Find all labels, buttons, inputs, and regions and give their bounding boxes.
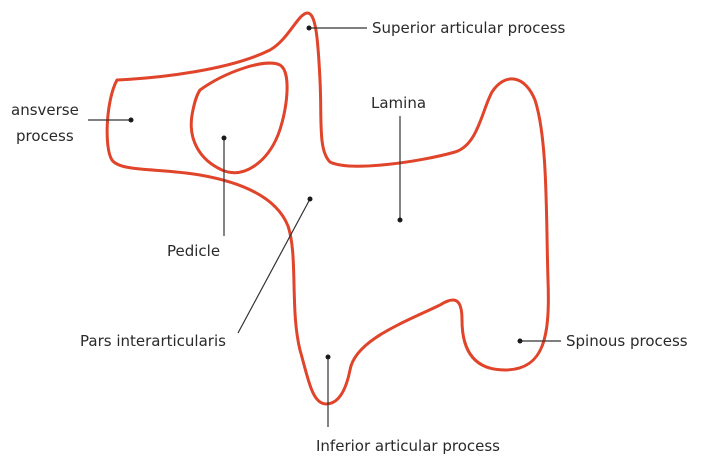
pedicle-label: Pedicle xyxy=(167,242,220,260)
inferior-articular-process-label: Inferior articular process xyxy=(316,437,500,455)
spinous-process-dot xyxy=(518,339,523,344)
transverse-process-label-line2: process xyxy=(16,127,74,145)
pars-interarticularis-dot xyxy=(308,197,313,202)
pedicle-dot xyxy=(222,136,227,141)
superior-articular-process-label: Superior articular process xyxy=(372,19,566,37)
transverse-process-dot xyxy=(129,118,134,123)
pars-interarticularis-leader xyxy=(238,199,310,333)
pars-interarticularis-label: Pars interarticularis xyxy=(80,332,226,350)
lamina-dot xyxy=(398,218,403,223)
spinous-process-label: Spinous process xyxy=(566,332,688,350)
lamina-label: Lamina xyxy=(371,94,426,112)
superior-articular-process-dot xyxy=(307,26,312,31)
inferior-articular-process-dot xyxy=(326,355,331,360)
transverse-process-label-line1: ansverse xyxy=(11,101,79,119)
pedicle-outline xyxy=(191,63,287,172)
